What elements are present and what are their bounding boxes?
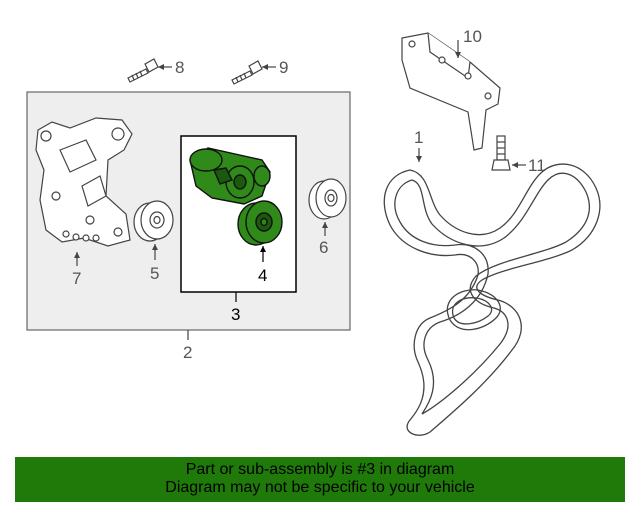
bolt-8-icon	[127, 58, 159, 83]
bracket-10-icon	[401, 32, 501, 151]
callout-8: 8	[175, 58, 184, 77]
callout-11: 11	[528, 156, 546, 175]
tensioner-pulley-4-icon[interactable]	[237, 200, 283, 246]
notice-banner: Part or sub-assembly is #3 in diagram Di…	[15, 457, 625, 502]
parts-diagram: 8 9 10 11 7 5	[26, 27, 601, 436]
serpentine-belt-1-icon	[383, 163, 601, 436]
callout-5: 5	[150, 264, 159, 283]
callout-7: 7	[72, 269, 81, 288]
notice-line-1: Part or sub-assembly is #3 in diagram	[185, 461, 455, 478]
notice-line-2: Diagram may not be specific to your vehi…	[165, 479, 475, 496]
callout-3: 3	[231, 305, 240, 324]
mount-bracket-7-icon	[35, 117, 133, 247]
callout-10: 10	[463, 27, 482, 46]
callout-1: 1	[414, 128, 423, 147]
idler-pulley-6-icon	[308, 178, 347, 220]
callout-4: 4	[258, 266, 267, 285]
callout-6: 6	[319, 238, 328, 257]
callout-2: 2	[183, 343, 192, 362]
idler-pulley-5-icon	[133, 200, 174, 242]
callout-9: 9	[279, 58, 288, 77]
bolt-9-icon	[231, 60, 263, 85]
bolt-11-icon	[491, 135, 511, 171]
tensioner-assembly-icon[interactable]	[189, 147, 271, 205]
